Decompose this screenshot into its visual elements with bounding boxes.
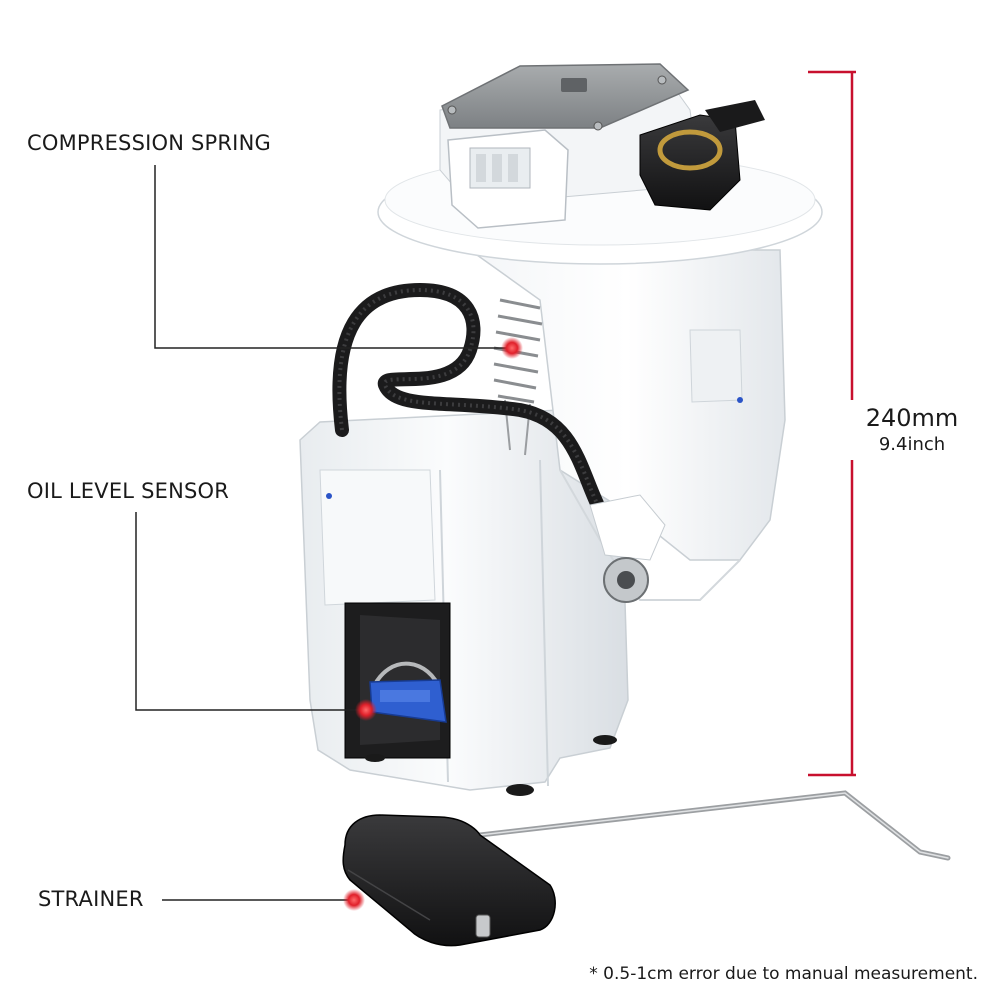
marker-dot-spring <box>501 337 523 359</box>
marker-dot-strainer <box>343 889 365 911</box>
dimension-metric: 240mm <box>865 404 959 432</box>
top-cover <box>441 63 690 129</box>
upper-cylinder <box>467 249 786 561</box>
label-strainer: STRAINER <box>38 887 144 911</box>
leader-lines <box>135 165 510 901</box>
leader-oil-level-sensor <box>135 512 365 711</box>
label-oil-level-sensor: OIL LEVEL SENSOR <box>27 479 230 503</box>
label-compression-spring: COMPRESSION SPRING <box>27 131 271 155</box>
leader-compression-spring <box>154 165 510 349</box>
marker-dot-sensor <box>355 699 377 721</box>
dimension-imperial: 9.4inch <box>878 434 946 455</box>
height-dimension-line <box>808 70 856 777</box>
measurement-footnote: * 0.5-1cm error due to manual measuremen… <box>589 964 978 984</box>
fuel-pump-assembly <box>299 63 951 947</box>
corrugated-wire-harness <box>332 282 607 517</box>
float-arm <box>477 790 951 861</box>
strainer-float <box>342 814 556 947</box>
